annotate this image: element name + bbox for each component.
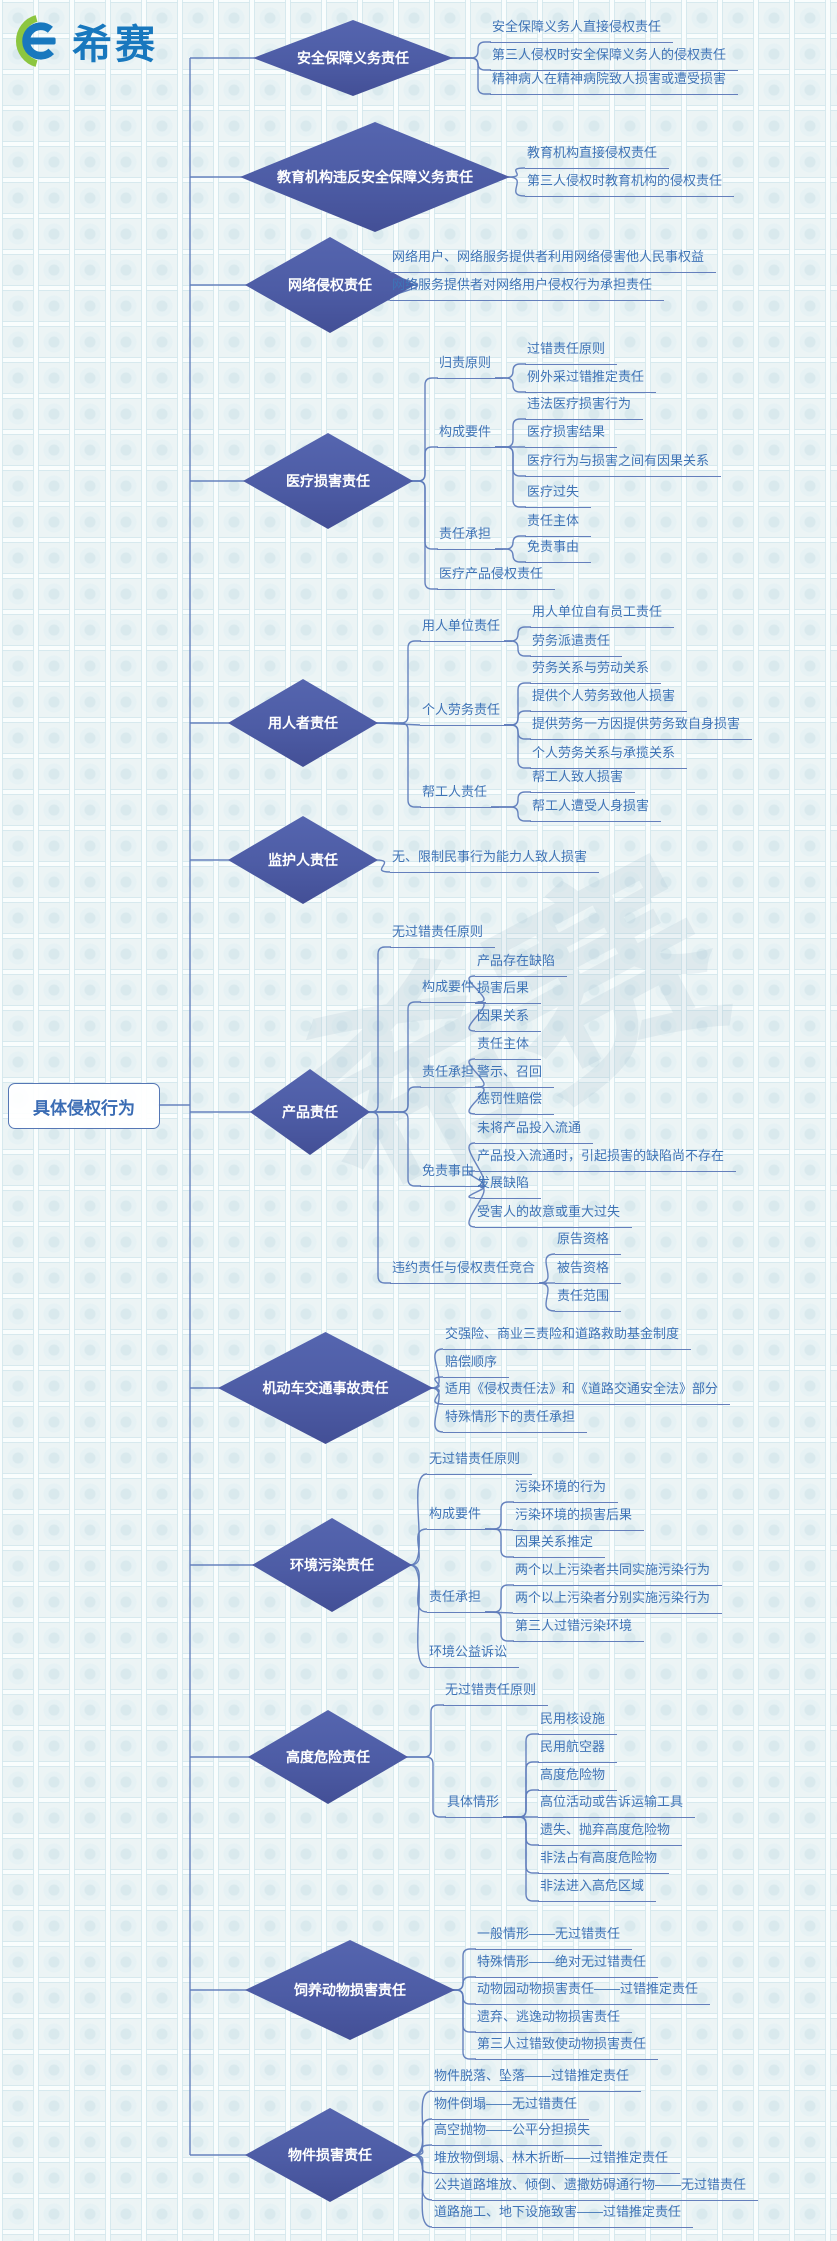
leaf-node[interactable]: 赔偿顺序: [443, 1351, 510, 1378]
leaf-node[interactable]: 未将产品投入流通: [475, 1117, 594, 1144]
group-node[interactable]: 责任承担: [420, 1061, 487, 1088]
leaf-node[interactable]: 医疗行为与损害之间有因果关系: [525, 450, 722, 477]
group-node[interactable]: 违约责任与侵权责任竞合: [390, 1257, 548, 1284]
leaf-node[interactable]: 遗弃、逃逸动物损害责任: [475, 2006, 633, 2033]
leaf-node[interactable]: 医疗产品侵权责任: [437, 563, 556, 590]
leaf-node[interactable]: 非法进入高危区域: [538, 1875, 657, 1902]
leaf-node[interactable]: 无过错责任原则: [443, 1679, 549, 1706]
leaf-node[interactable]: 公共道路堆放、倾倒、遗撒妨碍通行物——无过错责任: [432, 2174, 759, 2201]
leaf-node[interactable]: 帮工人致人损害: [530, 766, 636, 793]
group-node[interactable]: 具体情形: [445, 1791, 512, 1818]
leaf-node[interactable]: 无过错责任原则: [390, 921, 496, 948]
leaf-node[interactable]: 网络服务提供者对网络用户侵权行为承担责任: [390, 274, 665, 301]
leaf-node[interactable]: 医疗过失: [525, 481, 592, 508]
leaf-node[interactable]: 第三人过错污染环境: [513, 1615, 645, 1642]
leaf-node[interactable]: 污染环境的行为: [513, 1476, 619, 1503]
group-node[interactable]: 归责原则: [437, 352, 504, 379]
leaf-node[interactable]: 提供劳务一方因提供劳务致自身损害: [530, 713, 753, 740]
group-node[interactable]: 用人单位责任: [420, 615, 513, 642]
leaf-node[interactable]: 责任主体: [525, 510, 592, 537]
group-node[interactable]: 构成要件: [420, 976, 487, 1003]
leaf-node[interactable]: 物件倒塌——无过错责任: [432, 2093, 590, 2120]
leaf-node[interactable]: 责任主体: [475, 1033, 542, 1060]
leaf-node[interactable]: 特殊情形下的责任承担: [443, 1406, 588, 1433]
leaf-node[interactable]: 第三人侵权时教育机构的侵权责任: [525, 170, 735, 197]
leaf-node[interactable]: 非法占有高度危险物: [538, 1847, 670, 1874]
leaf-node[interactable]: 无、限制民事行为能力人致人损害: [390, 846, 600, 873]
leaf-node[interactable]: 一般情形——无过错责任: [475, 1923, 633, 1950]
leaf-node[interactable]: 两个以上污染者分别实施污染行为: [513, 1587, 723, 1614]
brand-e-icon: [15, 15, 56, 67]
leaf-node[interactable]: 被告资格: [555, 1257, 622, 1284]
leaf-node[interactable]: 两个以上污染者共同实施污染行为: [513, 1559, 723, 1586]
group-node[interactable]: 免责事由: [420, 1160, 487, 1187]
leaf-node[interactable]: 民用核设施: [538, 1708, 618, 1735]
leaf-node[interactable]: 环境公益诉讼: [427, 1641, 520, 1668]
leaf-node[interactable]: 产品投入流通时，引起损害的缺陷尚不存在: [475, 1145, 737, 1172]
leaf-node[interactable]: 警示、召回: [475, 1061, 555, 1088]
leaf-node[interactable]: 医疗损害结果: [525, 421, 618, 448]
group-node[interactable]: 个人劳务责任: [420, 699, 513, 726]
leaf-node[interactable]: 帮工人遭受人身损害: [530, 795, 662, 822]
leaf-node[interactable]: 产品存在缺陷: [475, 950, 568, 977]
leaf-node[interactable]: 原告资格: [555, 1228, 622, 1255]
leaf-node[interactable]: 精神病人在精神病院致人损害或遭受损害: [490, 68, 739, 95]
leaf-node[interactable]: 受害人的故意或重大过失: [475, 1201, 633, 1228]
brand-logo: 希赛: [14, 12, 158, 70]
leaf-node[interactable]: 损害后果: [475, 977, 542, 1004]
leaf-node[interactable]: 民用航空器: [538, 1736, 618, 1763]
group-node[interactable]: 帮工人责任: [420, 781, 500, 808]
root-node[interactable]: 具体侵权行为: [8, 1083, 160, 1129]
leaf-node[interactable]: 无过错责任原则: [427, 1448, 533, 1475]
leaf-node[interactable]: 责任范围: [555, 1285, 622, 1312]
leaf-node[interactable]: 高度危险物: [538, 1764, 618, 1791]
leaf-node[interactable]: 第三人过错致使动物损害责任: [475, 2033, 659, 2060]
leaf-node[interactable]: 违法医疗损害行为: [525, 393, 644, 420]
group-node[interactable]: 构成要件: [437, 421, 504, 448]
leaf-node[interactable]: 劳务派遣责任: [530, 630, 623, 657]
leaf-node[interactable]: 惩罚性赔偿: [475, 1088, 555, 1115]
group-node[interactable]: 责任承担: [427, 1586, 494, 1613]
leaf-node[interactable]: 高位活动或告诉运输工具: [538, 1791, 696, 1818]
leaf-node[interactable]: 第三人侵权时安全保障义务人的侵权责任: [490, 44, 739, 71]
group-node[interactable]: 责任承担: [437, 523, 504, 550]
leaf-node[interactable]: 例外采过错推定责任: [525, 366, 657, 393]
leaf-node[interactable]: 特殊情形——绝对无过错责任: [475, 1951, 659, 1978]
leaf-node[interactable]: 因果关系推定: [513, 1531, 606, 1558]
leaf-node[interactable]: 安全保障义务人直接侵权责任: [490, 16, 674, 43]
leaf-node[interactable]: 物件脱落、坠落——过错推定责任: [432, 2065, 642, 2092]
leaf-node[interactable]: 适用《侵权责任法》和《道路交通安全法》部分: [443, 1378, 731, 1405]
leaf-node[interactable]: 堆放物倒塌、林木折断——过错推定责任: [432, 2147, 681, 2174]
leaf-node[interactable]: 用人单位自有员工责任: [530, 601, 675, 628]
leaf-node[interactable]: 免责事由: [525, 536, 592, 563]
leaf-node[interactable]: 遗失、抛弃高度危险物: [538, 1819, 683, 1846]
leaf-node[interactable]: 劳务关系与劳动关系: [530, 657, 662, 684]
leaf-node[interactable]: 提供个人劳务致他人损害: [530, 685, 688, 712]
leaf-node[interactable]: 动物园动物损害责任——过错推定责任: [475, 1978, 711, 2005]
leaf-node[interactable]: 教育机构直接侵权责任: [525, 142, 670, 169]
leaf-node[interactable]: 道路施工、地下设施致害——过错推定责任: [432, 2201, 694, 2228]
leaf-node[interactable]: 因果关系: [475, 1005, 542, 1032]
group-node[interactable]: 构成要件: [427, 1503, 494, 1530]
leaf-node[interactable]: 发展缺陷: [475, 1172, 542, 1199]
leaf-node[interactable]: 交强险、商业三责险和道路救助基金制度: [443, 1323, 692, 1350]
brand-name: 希赛: [72, 23, 158, 67]
leaf-node[interactable]: 个人劳务关系与承揽关系: [530, 742, 688, 769]
leaf-node[interactable]: 污染环境的损害后果: [513, 1504, 645, 1531]
leaf-node[interactable]: 高空抛物——公平分担损失: [432, 2119, 603, 2146]
leaf-node[interactable]: 网络用户、网络服务提供者利用网络侵害他人民事权益: [390, 246, 717, 273]
leaf-node[interactable]: 过错责任原则: [525, 338, 618, 365]
